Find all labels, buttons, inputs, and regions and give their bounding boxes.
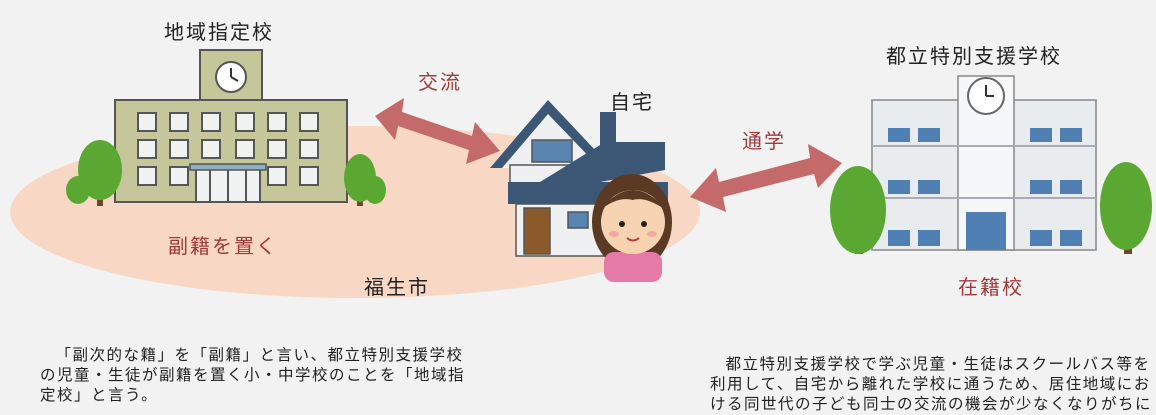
tree-icon [344, 154, 386, 206]
exchange-arrow [375, 98, 500, 164]
local-school-building-icon [114, 49, 348, 203]
left-explanation-text: 「副次的な籍」を「副籍」と言い、都立特別支援学校の児童・生徒が副籍を置く小・中学… [40, 346, 466, 404]
left-explanation-note: 「副次的な籍」を「副籍」と言い、都立特別支援学校の児童・生徒が副籍を置く小・中学… [40, 345, 470, 405]
commute-arrow [690, 144, 842, 212]
secondary-registration-label: 副籍を置く [168, 234, 278, 258]
exchange-label: 交流 [418, 70, 462, 94]
tree-icon [66, 140, 122, 206]
city-label: 福生市 [364, 275, 430, 299]
special-school-label: 都立特別支援学校 [886, 44, 1062, 68]
home-label: 自宅 [610, 90, 654, 114]
tree-icon [1100, 162, 1152, 254]
tree-icon [830, 166, 886, 254]
right-explanation-text: 都立特別支援学校で学ぶ児童・生徒はスクールバス等を利用して、自宅から離れた学校に… [710, 355, 1153, 413]
girl-icon [592, 174, 672, 282]
special-school-building-icon [871, 75, 1097, 251]
right-explanation-note: 都立特別支援学校で学ぶ児童・生徒はスクールバス等を利用して、自宅から離れた学校に… [710, 354, 1156, 415]
local-school-label: 地域指定校 [164, 20, 274, 44]
enrolled-school-label: 在籍校 [958, 275, 1024, 299]
commute-label: 通学 [742, 129, 786, 153]
